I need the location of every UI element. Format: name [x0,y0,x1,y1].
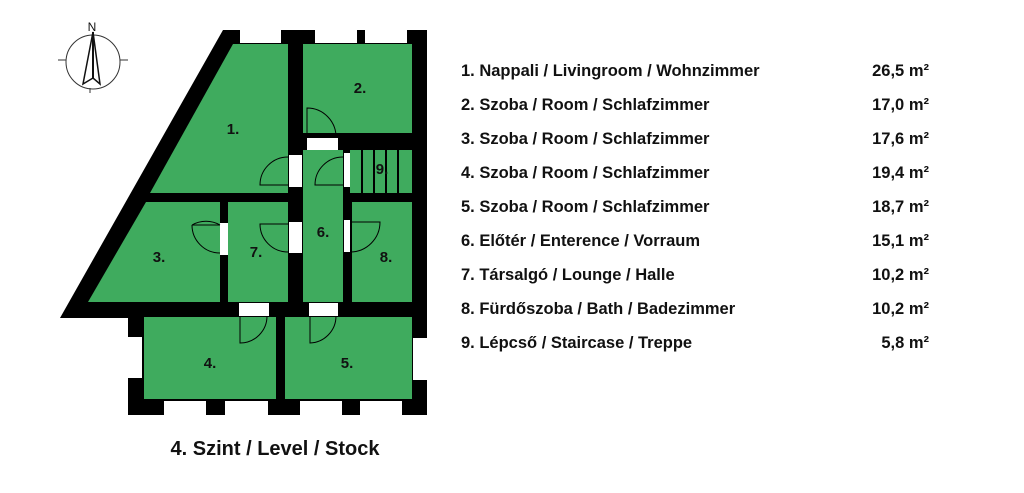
room-area: 17,6 m² [872,130,929,148]
door-swings [191,107,381,344]
north-arrow-icon: N [58,20,128,93]
room-4 [144,317,276,399]
legend-row: 4. Szoba / Room / Schlafzimmer 19,4 m² [461,164,941,198]
legend-row: 6. Előtér / Enterence / Vorraum 15,1 m² [461,232,941,266]
room-area: 5,8 m² [881,334,929,352]
room-7 [228,202,288,302]
room-8 [352,202,412,302]
room-area: 10,2 m² [872,266,929,284]
room-label-6: 6. [317,224,330,241]
room-area: 26,5 m² [872,62,929,80]
room-area: 10,2 m² [872,300,929,318]
north-label: N [88,20,97,34]
room-name: 1. Nappali / Livingroom / Wohnzimmer [461,62,760,80]
windows [128,30,427,415]
legend-row: 7. Társalgó / Lounge / Halle 10,2 m² [461,266,941,300]
door-openings [220,138,350,316]
room-name: 9. Lépcső / Staircase / Treppe [461,334,693,352]
room-label-7: 7. [250,244,263,261]
slanted-windows [68,38,215,286]
room-name: 5. Szoba / Room / Schlafzimmer [461,198,710,216]
legend-row: 8. Fürdőszoba / Bath / Badezimmer 10,2 m² [461,300,941,334]
room-name: 7. Társalgó / Lounge / Halle [461,266,675,284]
stair-treads [361,150,399,193]
room-label-8: 8. [380,249,393,266]
room-label-5: 5. [341,355,354,372]
floor-title: 4. Szint / Level / Stock [170,438,380,460]
room-5 [285,317,412,399]
legend-row: 1. Nappali / Livingroom / Wohnzimmer 26,5… [461,62,941,96]
room-name: 4. Szoba / Room / Schlafzimmer [461,164,710,182]
room-1 [150,44,288,193]
room-label-9: 9. [376,161,389,178]
room-legend: 1. Nappali / Livingroom / Wohnzimmer 26,5… [461,62,941,368]
room-name: 2. Szoba / Room / Schlafzimmer [461,96,710,114]
legend-row: 3. Szoba / Room / Schlafzimmer 17,6 m² [461,130,941,164]
legend-row: 9. Lépcső / Staircase / Treppe 5,8 m² [461,334,941,368]
room-area: 17,0 m² [872,96,929,114]
room-area: 19,4 m² [872,164,929,182]
legend-row: 2. Szoba / Room / Schlafzimmer 17,0 m² [461,96,941,130]
room-3 [88,202,220,302]
room-area: 18,7 m² [872,198,929,216]
rooms [88,44,412,399]
room-name: 6. Előtér / Enterence / Vorraum [461,232,701,250]
legend-row: 5. Szoba / Room / Schlafzimmer 18,7 m² [461,198,941,232]
room-2 [303,44,412,133]
room-label-3: 3. [153,249,166,266]
room-label-1: 1. [227,121,240,138]
room-label-2: 2. [354,80,367,97]
room-9 [350,150,412,193]
room-label-4: 4. [204,355,217,372]
room-name: 3. Szoba / Room / Schlafzimmer [461,130,710,148]
room-name: 8. Fürdőszoba / Bath / Badezimmer [461,300,736,318]
room-6 [303,150,343,302]
room-area: 15,1 m² [872,232,929,250]
